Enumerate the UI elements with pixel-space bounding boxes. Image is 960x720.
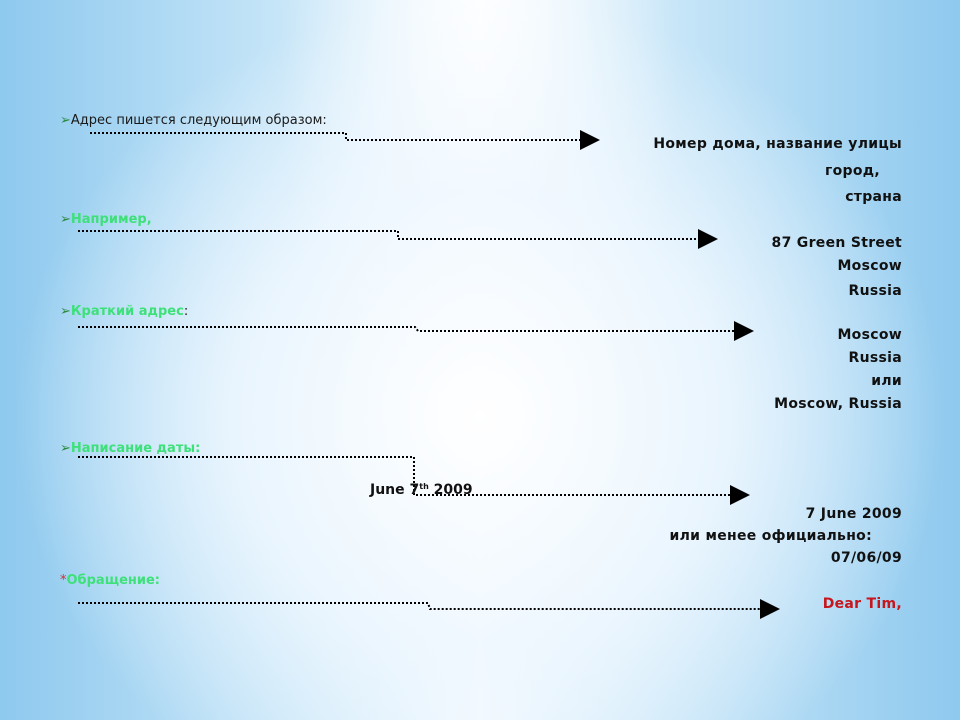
example-line-1: 87 Green Street xyxy=(771,235,902,251)
date-inline-pre: June 7 xyxy=(370,482,420,498)
example-line-2: Moscow xyxy=(837,258,902,274)
bullet-example-label: Например, xyxy=(70,212,152,227)
bullet-greeting: *Обращение: xyxy=(60,573,160,588)
bullet-address-suffix: : xyxy=(322,113,327,128)
date-inline-post: 2009 xyxy=(428,482,473,498)
greeting-line: Dear Tim, xyxy=(822,596,902,612)
address-line-2: город, xyxy=(825,163,880,179)
date-line-2: или менее официально: xyxy=(669,528,872,544)
arrow-example xyxy=(78,229,718,249)
bullet-greeting-label: Обращение: xyxy=(66,573,161,588)
date-line-3: 07/06/09 xyxy=(830,550,902,566)
short-line-3: или xyxy=(871,373,902,389)
arrow-greeting xyxy=(78,599,780,619)
bullet-address-label: Адрес пишется следующим образом xyxy=(70,113,323,128)
date-line-1: 7 June 2009 xyxy=(805,506,902,522)
address-line-3: страна xyxy=(845,189,902,205)
arrow-bullet-icon: ➢ xyxy=(60,212,71,227)
date-example-inline: June 7th 2009 xyxy=(370,482,473,498)
arrow-bullet-icon: ➢ xyxy=(60,441,71,456)
star-bullet-icon: * xyxy=(60,573,67,588)
short-line-1: Moscow xyxy=(837,327,902,343)
bullet-address: ➢Адрес пишется следующим образом: xyxy=(60,113,327,128)
arrow-bullet-icon: ➢ xyxy=(60,304,71,319)
arrow-short xyxy=(78,321,754,341)
arrow-address xyxy=(90,130,600,150)
arrow-bullet-icon: ➢ xyxy=(60,113,71,128)
arrow-date xyxy=(78,456,750,505)
example-line-3: Russia xyxy=(848,283,902,299)
date-inline-sup: th xyxy=(419,482,429,491)
address-line-1: Номер дома, название улицы xyxy=(653,136,902,152)
bullet-example: ➢Например, xyxy=(60,212,152,227)
bullet-short-suffix: : xyxy=(183,304,189,319)
bullet-date: ➢Написание даты: xyxy=(60,441,200,456)
short-line-4: Moscow, Russia xyxy=(774,396,902,412)
bullet-short: ➢Краткий адрес: xyxy=(60,304,188,319)
bullet-date-label: Написание даты: xyxy=(70,441,201,456)
bullet-short-label: Краткий адрес xyxy=(70,304,184,319)
short-line-2: Russia xyxy=(848,350,902,366)
